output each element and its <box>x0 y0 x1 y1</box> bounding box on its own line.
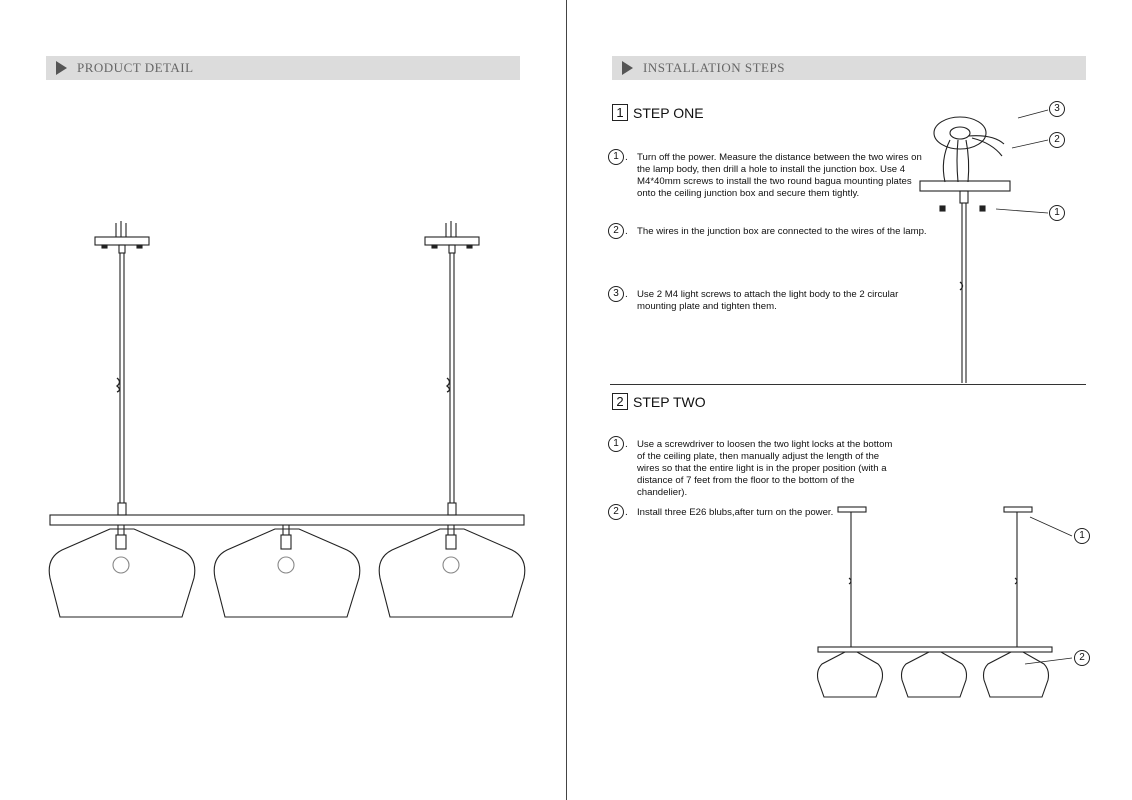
instruction-text: Use 2 M4 light screws to attach the ligh… <box>637 289 899 312</box>
shades <box>48 525 526 618</box>
circled-number: 1 <box>608 149 624 165</box>
section-title: INSTALLATION STEPS <box>643 60 785 75</box>
step-two-drawing <box>816 506 1073 698</box>
light-bar <box>49 514 525 526</box>
page-divider <box>566 0 567 800</box>
step-two-item-1: 1.Use a screwdriver to loosen the two li… <box>608 436 898 499</box>
section-title: PRODUCT DETAIL <box>77 60 194 75</box>
instruction-text: Install three E26 blubs,after turn on th… <box>637 507 834 518</box>
step-title: STEP ONE <box>633 104 704 121</box>
step-number: 1 <box>612 104 628 121</box>
canopy-right <box>424 221 480 254</box>
step-divider <box>610 384 1086 385</box>
step-one-heading: 1 STEP ONE <box>612 104 704 121</box>
callout-1: 1 <box>1074 528 1090 544</box>
product-detail-drawing <box>48 221 526 618</box>
triangle-icon <box>56 61 67 75</box>
product-detail-header: PRODUCT DETAIL <box>46 56 520 80</box>
step-title: STEP TWO <box>633 393 706 410</box>
installation-steps-header: INSTALLATION STEPS <box>612 56 1086 80</box>
step-one-item-3: 3.Use 2 M4 light screws to attach the li… <box>608 286 928 313</box>
instruction-text: Turn off the power. Measure the distance… <box>637 152 922 199</box>
step-number: 2 <box>612 393 628 410</box>
instruction-text: The wires in the junction box are connec… <box>637 226 927 237</box>
circled-number: 1 <box>608 436 624 452</box>
step-one-item-2: 2.The wires in the junction box are conn… <box>608 223 928 239</box>
step-one-item-1: 1.Turn off the power. Measure the distan… <box>608 149 928 200</box>
callout-3: 3 <box>1049 101 1065 117</box>
triangle-icon <box>622 61 633 75</box>
callout-2: 2 <box>1074 650 1090 666</box>
step-one-drawing <box>919 109 1049 383</box>
step-two-heading: 2 STEP TWO <box>612 393 706 410</box>
circled-number: 3 <box>608 286 624 302</box>
callout-2: 2 <box>1049 132 1065 148</box>
canopy-left <box>94 221 150 254</box>
circled-number: 2 <box>608 223 624 239</box>
instruction-text: Use a screwdriver to loosen the two ligh… <box>637 439 893 498</box>
circled-number: 2 <box>608 504 624 520</box>
step-two-item-2: 2.Install three E26 blubs,after turn on … <box>608 504 838 520</box>
callout-1: 1 <box>1049 205 1065 221</box>
